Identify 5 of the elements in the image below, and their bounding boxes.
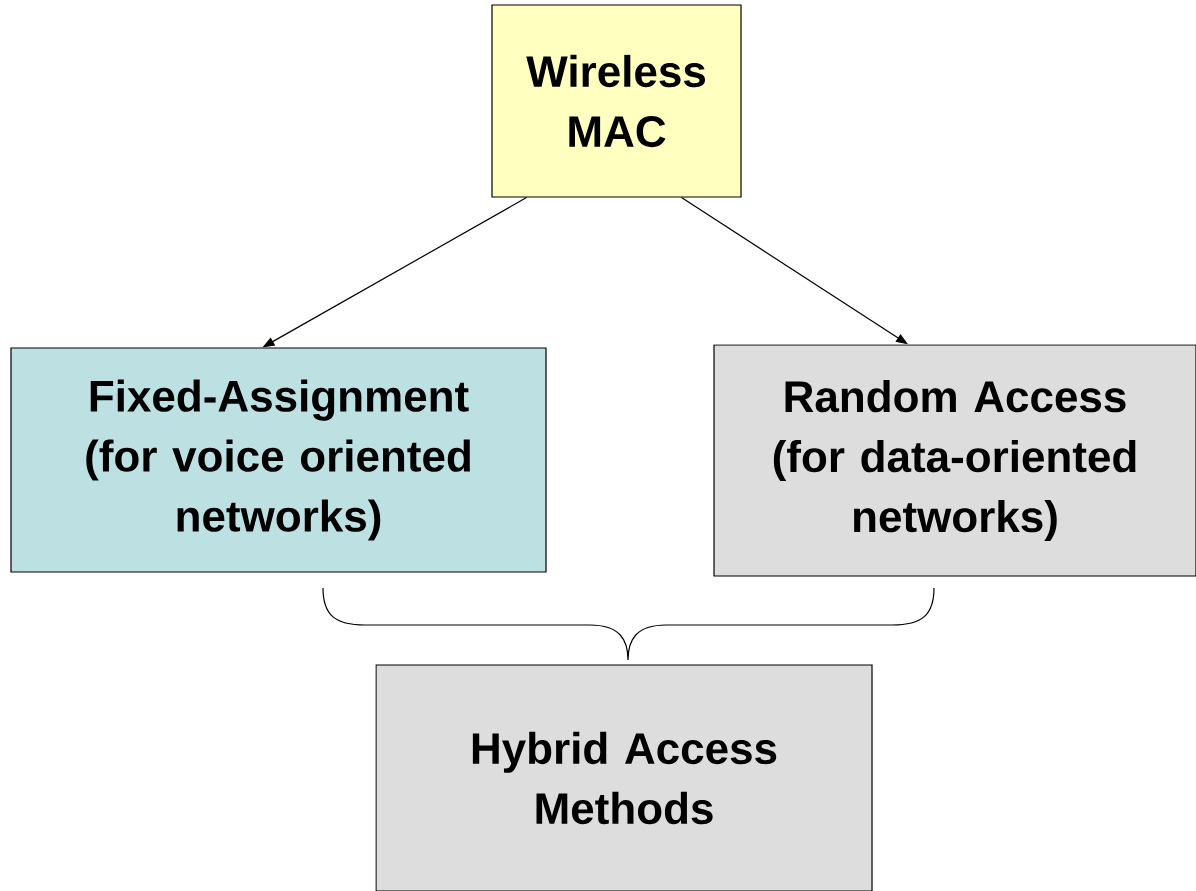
category-box: Random Access (for data-oriented networks) — [713, 344, 1196, 577]
category-box: Hybrid Access Methods — [375, 664, 873, 891]
category-box: Fixed-Assignment (for voice oriented networks) — [10, 347, 547, 573]
root-box: Wireless MAC — [491, 4, 742, 198]
arrow — [680, 197, 908, 345]
